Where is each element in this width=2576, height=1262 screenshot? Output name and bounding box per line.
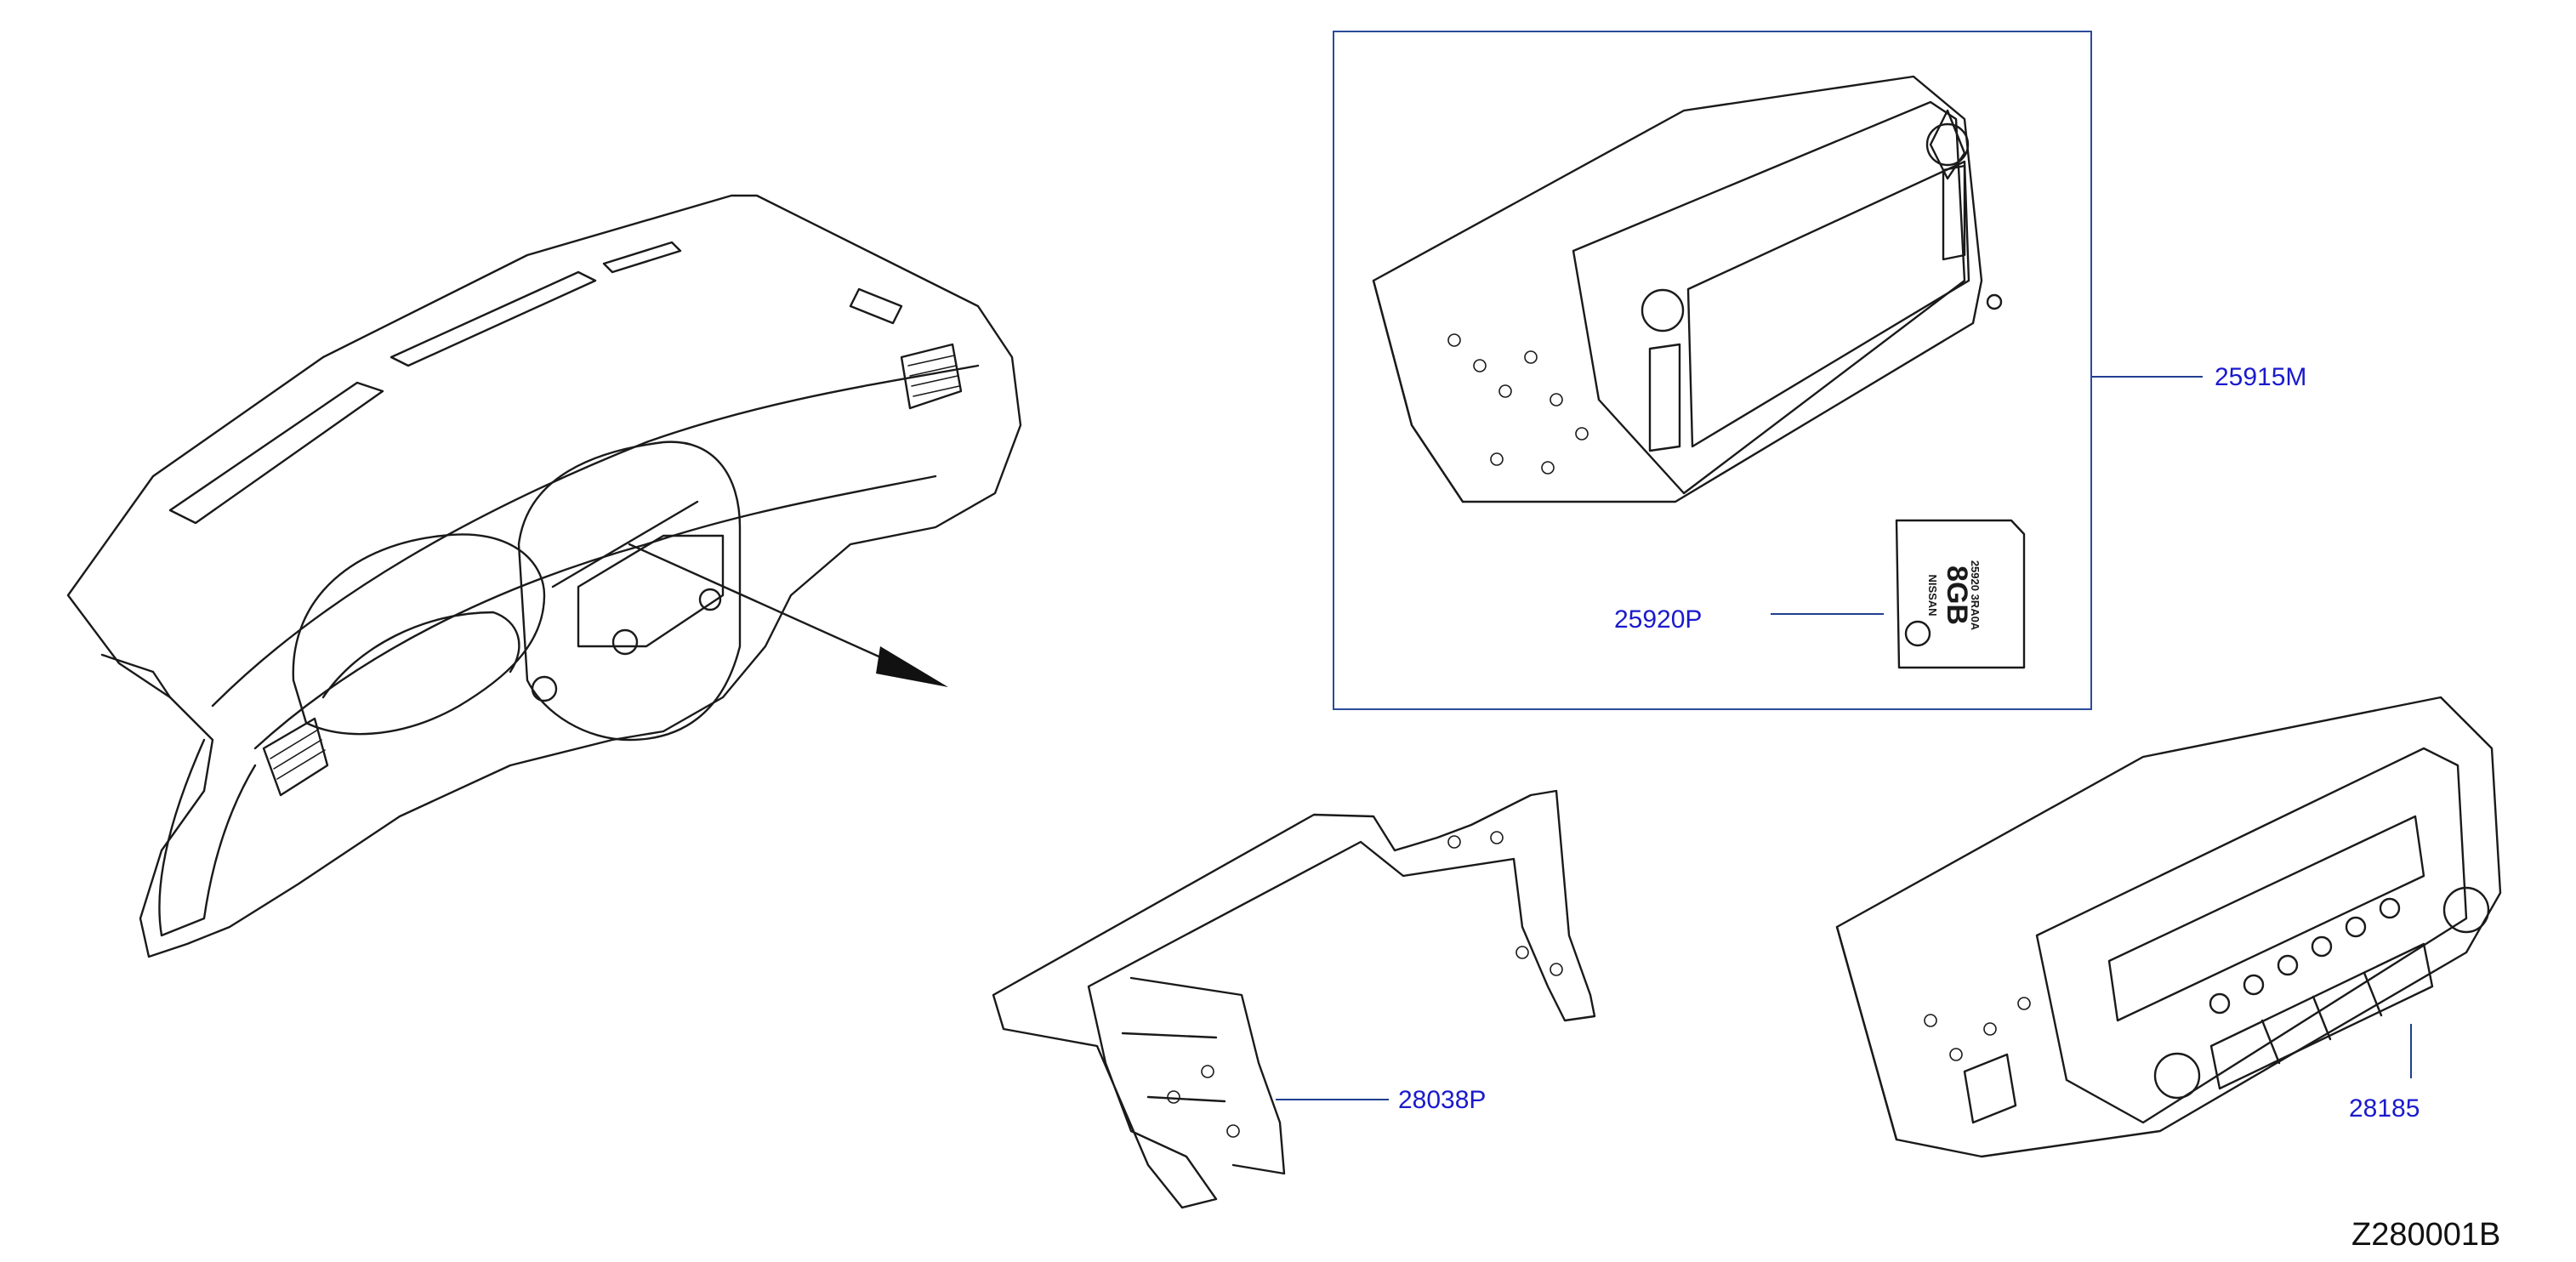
callout-audio-unit: 28185 [2349, 1094, 2420, 1123]
diagram-code: Z280001B [2351, 1217, 2500, 1253]
sd-card-brand-mark [1904, 620, 1931, 647]
sd-card-illustration: 8GB 25920 3RA0A NISSAN [1895, 519, 2026, 669]
callout-sd-card: 25920P [1614, 605, 1702, 634]
callout-nav-unit: 25915M [2215, 363, 2306, 391]
sd-card-print-line1: 25920 3RA0A [1969, 560, 1982, 631]
audio-head-unit-illustration [1835, 696, 2502, 1158]
dashboard-illustration [66, 194, 1022, 958]
callout-bracket: 28038P [1398, 1086, 1486, 1114]
pointer-arrowhead [876, 646, 948, 687]
sd-card-capacity: 8GB [1941, 566, 1973, 625]
nav-head-unit-illustration [1372, 75, 2003, 503]
nav-group-box [1333, 31, 2092, 710]
sd-card-print-line2: NISSAN [1926, 574, 1939, 616]
mounting-bracket-illustration [992, 789, 1596, 1209]
